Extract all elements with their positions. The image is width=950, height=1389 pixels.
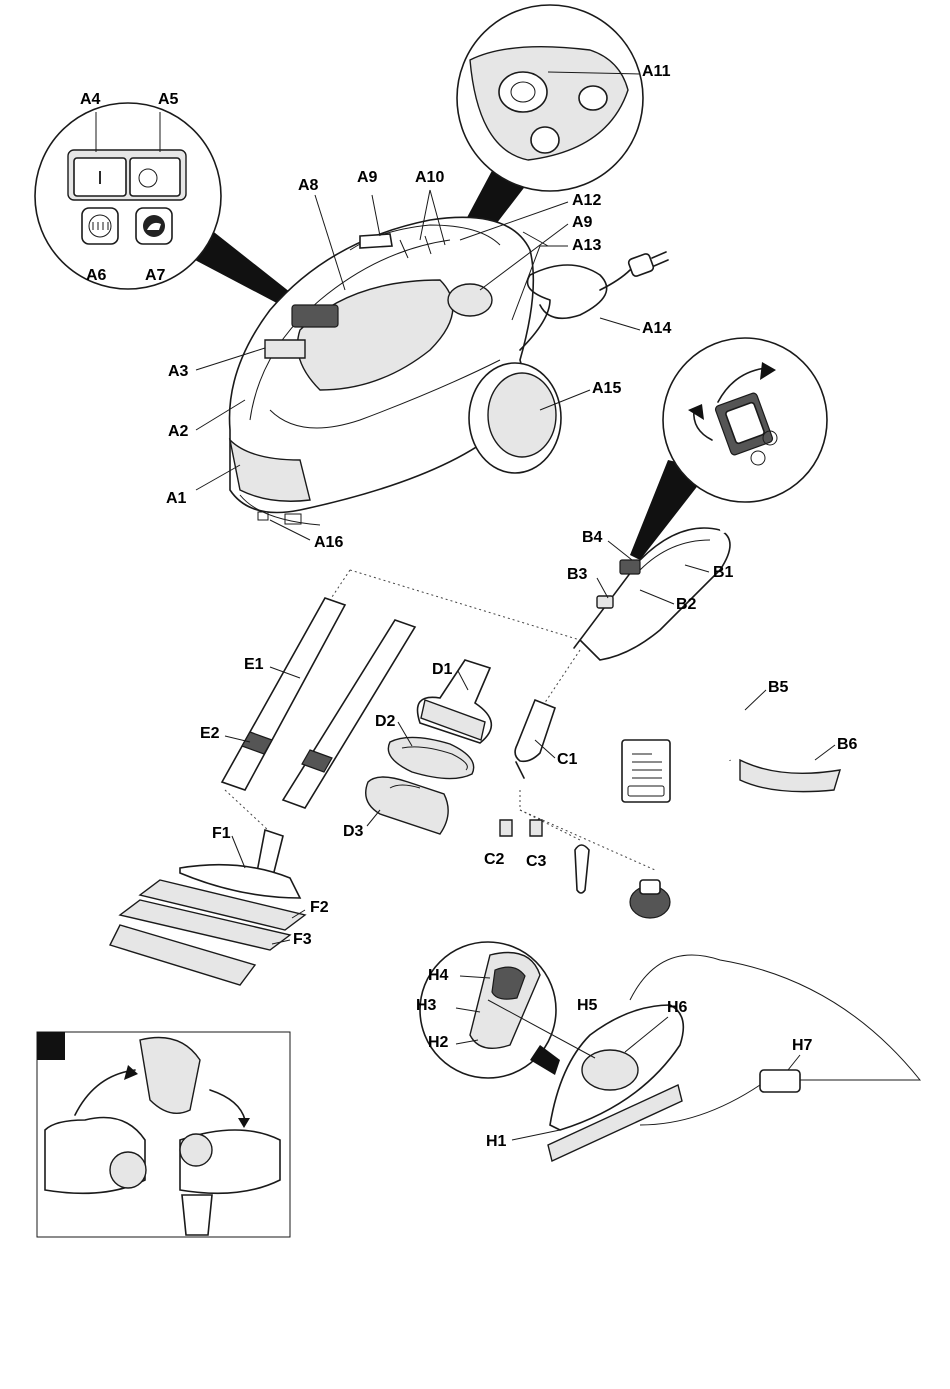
label-a14: A14 [642,321,671,337]
label-e1: E1 [244,657,264,673]
label-a10: A10 [415,170,444,186]
floor-nozzle [418,660,492,743]
label-d2: D2 [375,714,395,730]
cloth-cover [388,737,473,778]
svg-text:I: I [97,168,102,188]
label-d3: D3 [343,824,363,840]
manual-booklet-icon [622,740,670,802]
label-b2: B2 [676,597,696,613]
label-a1: A1 [166,491,186,507]
label-f3: F3 [293,932,312,948]
label-h3: H3 [416,998,436,1014]
label-h5: H5 [577,998,597,1014]
label-b6: B6 [837,737,857,753]
point-nozzle [500,700,670,918]
label-a8: A8 [298,178,318,194]
label-a2: A2 [168,424,188,440]
label-a9-top: A9 [357,170,377,186]
label-a4: A4 [80,92,100,108]
label-c3: C3 [526,854,546,870]
label-a9-side: A9 [572,215,592,231]
label-a12: A12 [572,193,601,209]
label-b5: B5 [768,680,788,696]
off-switch [130,158,180,196]
inset-emptying-box [37,1032,290,1237]
label-h6: H6 [667,1000,687,1016]
switch-panel-detail: I [35,103,300,310]
label-a11: A11 [642,64,670,80]
label-e2: E2 [200,726,220,742]
label-b3: B3 [567,567,587,583]
label-h2: H2 [428,1035,448,1051]
label-c2: C2 [484,852,504,868]
label-b1: B1 [713,565,733,581]
label-a3: A3 [168,364,188,380]
label-h7: H7 [792,1038,812,1054]
hand-brush-pad [366,777,448,834]
label-c1: C1 [557,752,577,768]
label-a15: A15 [592,381,621,397]
label-h1: H1 [486,1134,506,1150]
switch-panel [292,305,338,327]
label-h4: H4 [428,968,448,984]
corner-mark-icon [37,1032,65,1060]
plug-icon [628,253,655,277]
label-f1: F1 [212,826,231,842]
steam-cleaner-body [230,217,669,525]
label-a5: A5 [158,92,178,108]
steam-iron [420,942,920,1161]
label-a13: A13 [572,238,601,254]
label-a16: A16 [314,535,343,551]
label-a7: A7 [145,268,165,284]
label-b4: B4 [582,530,602,546]
steam-gun-hose [574,525,840,792]
label-d1: D1 [432,662,452,678]
steam-heating-icon [82,208,118,244]
label-a6: A6 [86,268,106,284]
floor-tool [110,830,305,985]
label-f2: F2 [310,900,329,916]
